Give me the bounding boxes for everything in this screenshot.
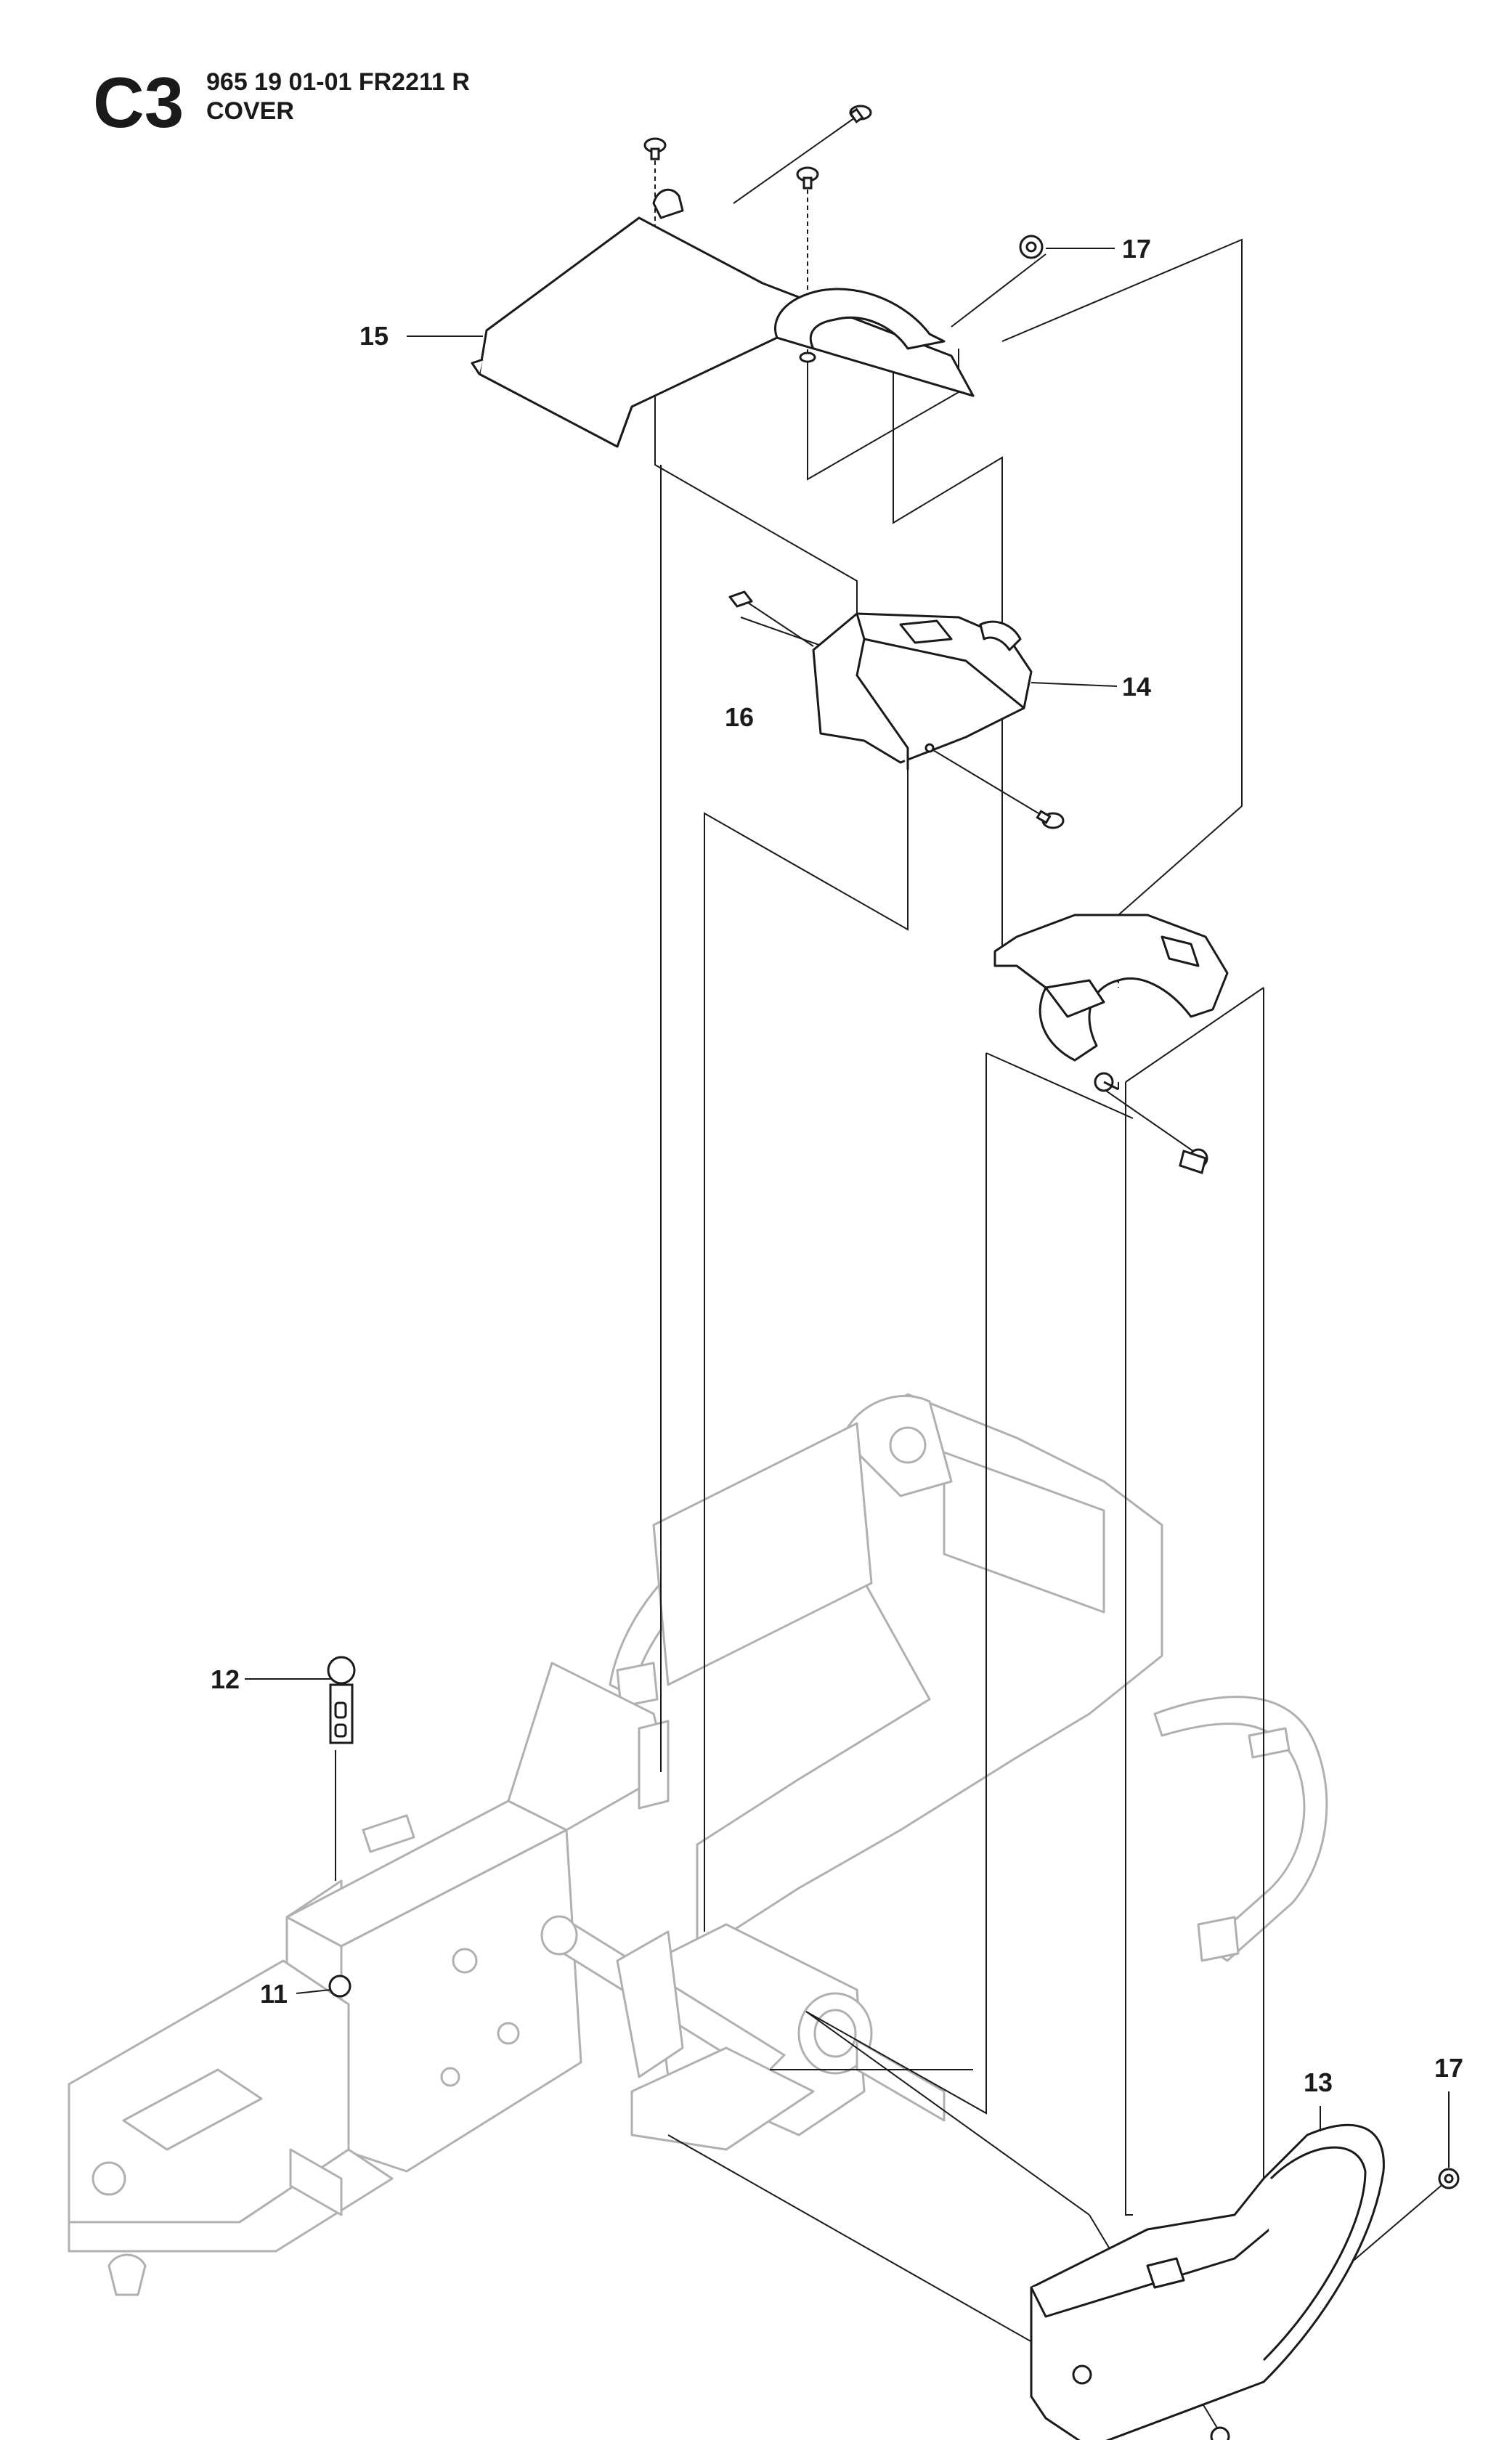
part-11-knob[interactable] [328,1975,351,1998]
upper-bracket[interactable] [993,914,1229,1168]
tower-plate [507,1662,670,1831]
deck-foot [107,2253,147,2296]
deck-round [92,2161,126,2196]
tower-hole-c [440,2067,460,2087]
section-title: COVER [206,97,294,125]
part-15-cover-plate[interactable] [471,188,975,448]
deck-recess [122,2068,263,2151]
callout-17-bottom: 17 [1434,2053,1463,2083]
screw-top-3 [849,105,872,123]
callout-16: 16 [725,702,754,732]
tower-hole-b [497,2022,520,2045]
screw-17-top [1019,235,1044,259]
part-number-line: 965 19 01-01 FR2211 R [206,68,470,96]
part-13-rear-guard[interactable] [1030,2123,1385,2440]
handle-tube-right [1153,1696,1328,1962]
callout-lines [245,248,1450,2168]
frame-boss [889,1426,927,1464]
hub-bore-inner [813,2009,857,2058]
deck-rib [289,2148,343,2216]
callout-11: 11 [260,1979,288,2009]
callout-17-top: 17 [1122,234,1151,264]
part-14-center-cover[interactable] [812,612,1033,770]
callout-13: 13 [1304,2067,1333,2097]
frame-side-rail [652,1422,873,1686]
fasteners [643,105,1460,2440]
screw-bracket [1179,1150,1207,1174]
section-code: C3 [93,62,184,142]
callout-14: 14 [1122,672,1151,702]
callout-labels: 17 15 14 16 12 11 13 17 [211,234,1463,2097]
frame-base-block [630,2046,815,2151]
screw-top-2 [796,166,819,190]
tower-bracket [362,1814,415,1853]
axle-end [540,1915,578,1956]
tube-end-left [616,1662,659,1708]
tower-upright [638,1720,670,1810]
tube-end-mid [1248,1727,1291,1759]
tower-hole-a [452,1948,478,1974]
screw-mid [1036,810,1065,829]
chassis-frame [68,1393,1328,2296]
screw-top-1 [643,137,667,160]
part-16-clip[interactable] [728,590,814,647]
part-12-lever[interactable] [327,1656,356,1744]
screw-bottom [1210,2426,1230,2440]
callout-15: 15 [359,321,389,351]
axle-sleeve [855,2039,946,2122]
frame-plate-right [943,1451,1105,1614]
screw-17-bottom [1438,2168,1460,2189]
hub-plate [616,1930,684,2078]
callout-12: 12 [211,1664,240,1694]
tube-end-right [1197,1916,1240,1962]
